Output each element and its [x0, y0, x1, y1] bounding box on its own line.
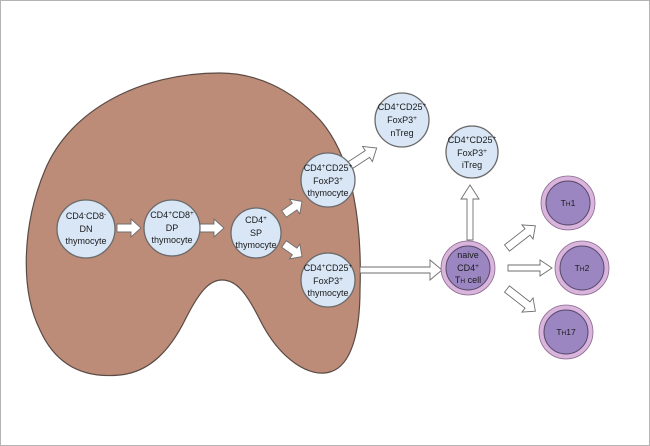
svg-text:CD4+: CD4+: [245, 215, 267, 225]
svg-text:CD4+CD25+: CD4+CD25+: [378, 102, 427, 112]
svg-text:TH17: TH17: [556, 327, 576, 337]
svg-text:thymocyte: thymocyte: [151, 235, 192, 245]
svg-text:CD4+CD8+: CD4+CD8+: [150, 210, 194, 220]
arrow-naive-to-th17: [503, 285, 536, 313]
svg-text:DP: DP: [166, 223, 179, 233]
arrow-naive-to-th1: [503, 224, 536, 252]
svg-text:thymocyte: thymocyte: [235, 240, 276, 250]
cell-th1: TH1: [540, 175, 596, 231]
arrow-sp-to-lower-treg: [281, 240, 303, 260]
svg-text:TH1: TH1: [561, 198, 576, 208]
cell-ntreg: CD4+CD25+ FoxP3+ nTreg: [374, 92, 430, 148]
cell-itreg: CD4+CD25+ FoxP3+ iTreg: [445, 125, 499, 179]
svg-text:thymocyte: thymocyte: [307, 188, 348, 198]
svg-text:DN: DN: [80, 224, 93, 234]
arrow-sp-to-upper-treg: [281, 198, 303, 218]
svg-text:TH2: TH2: [575, 263, 590, 273]
svg-text:CD4+CD25+: CD4+CD25+: [448, 135, 497, 145]
svg-text:CD4+: CD4+: [457, 263, 479, 273]
svg-text:CD4+CD25+: CD4+CD25+: [304, 263, 353, 273]
svg-text:iTreg: iTreg: [462, 160, 482, 170]
cell-dn-thymocyte: CD4-CD8- DN thymocyte: [56, 199, 116, 259]
arrow-thymocyte-to-ntreg: [346, 145, 378, 170]
svg-text:FoxP3+: FoxP3+: [457, 148, 487, 158]
svg-text:FoxP3+: FoxP3+: [313, 276, 343, 286]
svg-text:TH cell: TH cell: [455, 275, 481, 285]
svg-text:FoxP3+: FoxP3+: [313, 176, 343, 186]
arrow-dn-to-dp: [116, 217, 142, 239]
svg-text:CD4+CD25+: CD4+CD25+: [304, 163, 353, 173]
svg-text:nTreg: nTreg: [390, 128, 413, 138]
cell-dp-thymocyte: CD4+CD8+ DP thymocyte: [143, 199, 201, 257]
arrow-dp-to-sp: [199, 217, 225, 239]
svg-text:SP: SP: [250, 228, 262, 238]
svg-text:naive: naive: [457, 250, 479, 260]
cell-treg-thymocyte-lower: CD4+CD25+ FoxP3+ thymocyte: [300, 252, 356, 308]
cell-treg-thymocyte-upper: CD4+CD25+ FoxP3+ thymocyte: [300, 152, 356, 208]
cell-th2: TH2: [554, 240, 610, 296]
svg-text:CD4-CD8-: CD4-CD8-: [66, 211, 106, 221]
arrow-naive-to-th2: [507, 259, 553, 277]
svg-text:thymocyte: thymocyte: [307, 288, 348, 298]
arrow-naive-to-itreg: [460, 184, 480, 241]
arrow-thymocyte-to-naive: [359, 259, 443, 281]
svg-text:thymocyte: thymocyte: [65, 236, 106, 246]
cell-th17: TH17: [538, 304, 594, 360]
svg-text:FoxP3+: FoxP3+: [387, 115, 417, 125]
cell-sp-thymocyte: CD4+ SP thymocyte: [230, 207, 282, 259]
cell-naive-cd4-th: naive CD4+ TH cell: [440, 240, 496, 296]
